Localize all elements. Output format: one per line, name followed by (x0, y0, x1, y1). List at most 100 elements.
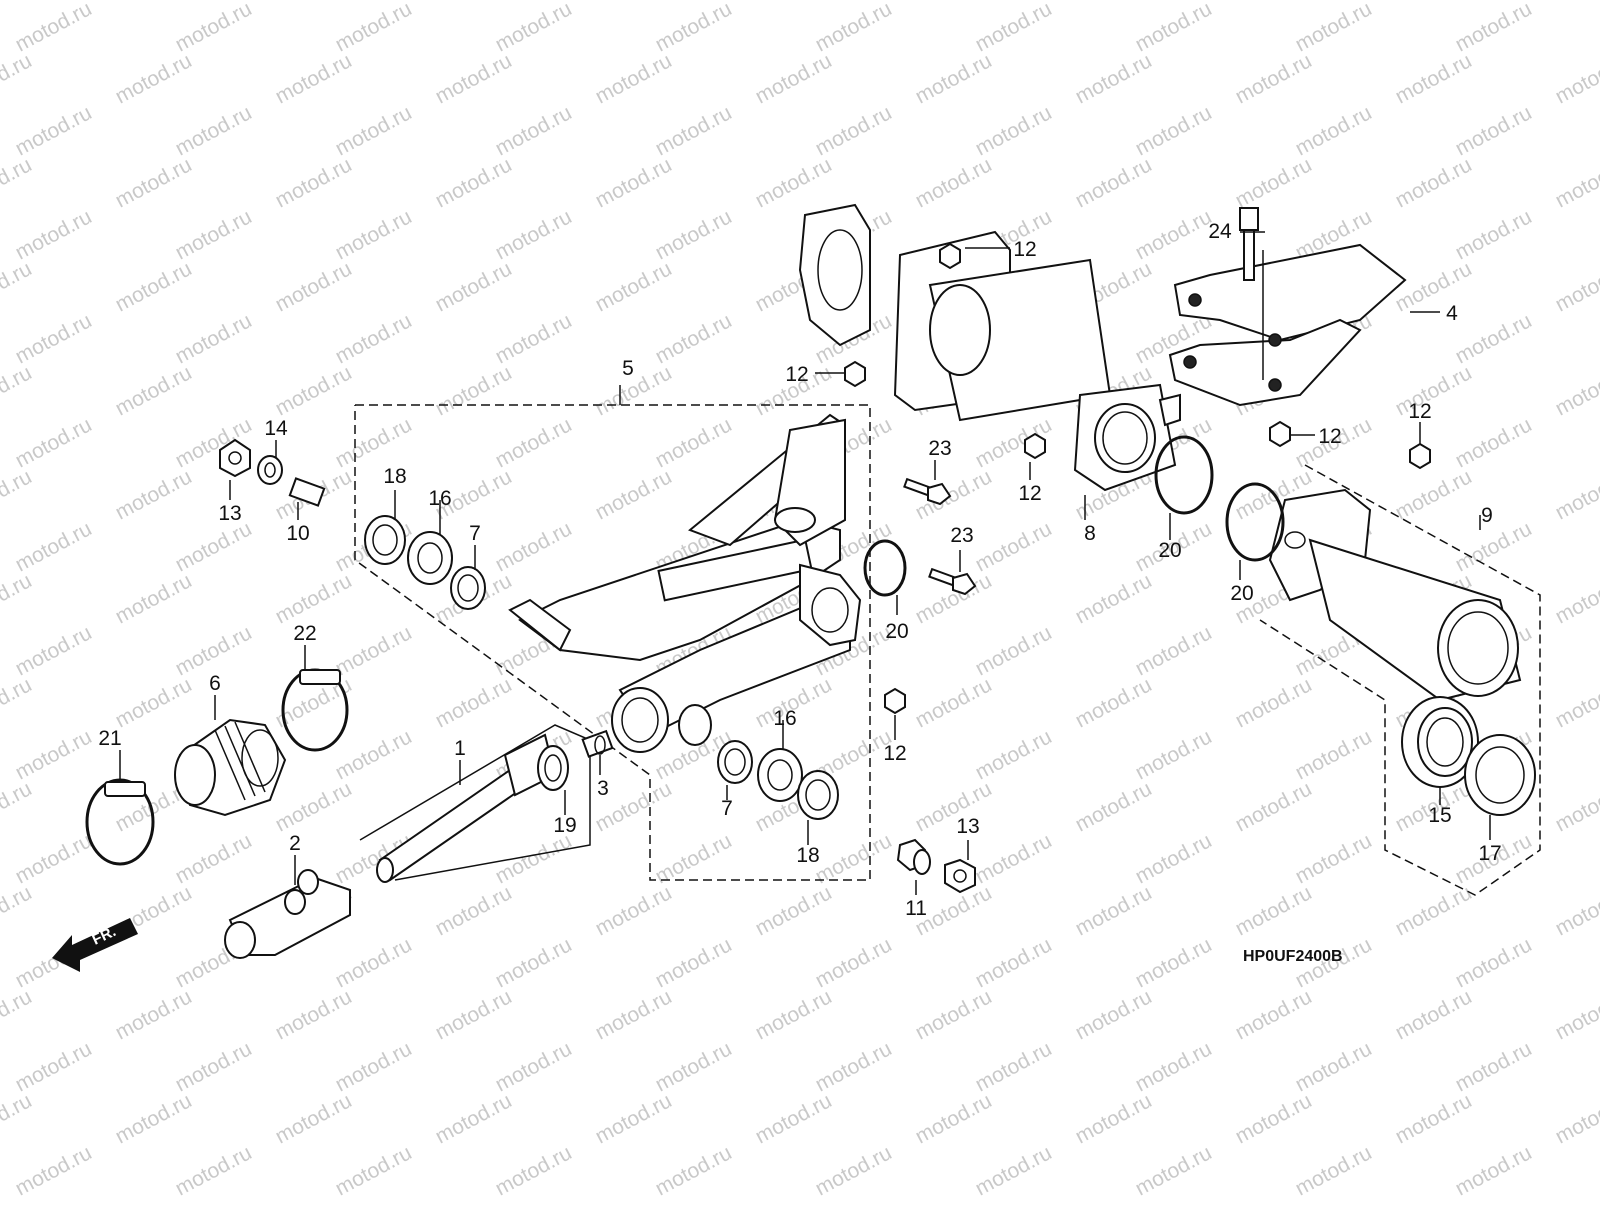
watermark-text: motod.ru (0, 569, 36, 628)
watermark-text: motod.ru (812, 1037, 896, 1096)
watermark-text: motod.ru (972, 725, 1056, 784)
spring-3 (581, 729, 614, 758)
watermark-text: motod.ru (972, 829, 1056, 888)
callout-23-top: 23 (928, 437, 951, 460)
watermark-text: motod.ru (332, 621, 416, 680)
leader-lines (119, 231, 1491, 895)
callout-21: 21 (98, 727, 121, 750)
callout-13-bottom: 13 (956, 815, 979, 838)
watermark-text: motod.ru (492, 309, 576, 368)
nut-12-e (1409, 442, 1431, 470)
watermark-text: motod.ru (332, 205, 416, 264)
watermark-text: motod.ru (1292, 1037, 1376, 1096)
watermark-text: motod.ru (1452, 413, 1536, 472)
callout-20-a: 20 (1158, 539, 1181, 562)
watermark-text: motod.ru (432, 361, 516, 420)
callout-7-bottom: 7 (721, 797, 733, 820)
callout-18-bottom: 18 (796, 844, 819, 867)
watermark-text: motod.ru (652, 0, 736, 56)
watermark-text: motod.ru (972, 0, 1056, 56)
watermark-text: motod.ru (0, 361, 36, 420)
watermark-text: motod.ru (752, 1089, 836, 1148)
watermark-text: motod.ru (172, 309, 256, 368)
callout-labels: 1 2 3 4 5 6 7 7 8 9 10 11 12 12 12 12 12… (98, 220, 1501, 920)
callout-18-top: 18 (383, 465, 406, 488)
watermark-text: motod.ru (112, 673, 196, 732)
watermark-text: motod.ru (1392, 257, 1476, 316)
watermark-text: motod.ru (972, 517, 1056, 576)
watermark-text: motod.ru (0, 153, 36, 212)
watermark-text: motod.ru (112, 569, 196, 628)
nut-13-bottom (944, 858, 976, 894)
watermark-text: motod.ru (112, 49, 196, 108)
watermark-text: motod.ru (12, 101, 96, 160)
watermark-text: motod.ru (0, 1193, 36, 1200)
oil-seal-18-bottom (797, 770, 839, 820)
bearing-16-top (407, 531, 453, 585)
watermark-text: motod.ru (1392, 465, 1476, 524)
watermark-text: motod.ru (332, 0, 416, 56)
callout-2: 2 (289, 832, 301, 855)
watermark-text: motod.ru (652, 205, 736, 264)
watermark-text: motod.ru (332, 725, 416, 784)
watermark-text: motod.ru (1232, 777, 1316, 836)
watermark-text: motod.ru (172, 517, 256, 576)
rear-axle-housing (798, 203, 1181, 492)
watermark-text: motod.ru (812, 829, 896, 888)
watermark-text: motod.ru (1452, 0, 1536, 56)
watermark-text: motod.ru (12, 517, 96, 576)
watermark-text: motod.ru (272, 985, 356, 1044)
watermark-text: motod.ru (1552, 673, 1600, 732)
callout-16-top: 16 (428, 487, 451, 510)
watermark-text: motod.ru (1452, 1141, 1536, 1200)
callout-7-top: 7 (469, 522, 481, 545)
watermark-text: motod.ru (752, 985, 836, 1044)
watermark-text: motod.ru (272, 153, 356, 212)
watermark-text: motod.ru (112, 257, 196, 316)
watermark-text: motod.ru (492, 1141, 576, 1200)
universal-joint-yoke-2 (224, 869, 351, 959)
callout-11: 11 (905, 897, 927, 920)
callout-20-c: 20 (885, 620, 908, 643)
watermark-text: motod.ru (1452, 933, 1536, 992)
callout-24: 24 (1208, 220, 1232, 243)
nut-13-top (219, 438, 251, 478)
watermark-text: motod.ru (272, 0, 356, 4)
watermark-text: motod.ru (1232, 153, 1316, 212)
watermark-text: motod.ru (12, 413, 96, 472)
watermark-text: motod.ru (1552, 1089, 1600, 1148)
watermark-text: motod.ru (1072, 673, 1156, 732)
callout-15: 15 (1428, 804, 1451, 827)
watermark-text: motod.ru (912, 1089, 996, 1148)
watermark-text: motod.ru (1552, 361, 1600, 420)
callout-12-b: 12 (785, 363, 808, 386)
watermark-text: motod.ru (492, 413, 576, 472)
watermark-text: motod.ru (0, 673, 36, 732)
watermark-text: motod.ru (592, 0, 676, 4)
watermark-text: motod.ru (0, 257, 36, 316)
watermark-text: motod.ru (1452, 1037, 1536, 1096)
watermark-text: motod.ru (592, 1089, 676, 1148)
watermark-text: motod.ru (272, 1193, 356, 1200)
watermark-text: motod.ru (432, 0, 516, 4)
watermark-text: motod.ru (652, 413, 736, 472)
watermark-text: motod.ru (332, 101, 416, 160)
watermark-text: motod.ru (812, 0, 896, 56)
watermark-text: motod.ru (0, 985, 36, 1044)
watermark-text: motod.ru (592, 153, 676, 212)
bolt-23-top (903, 477, 952, 506)
watermark-text: motod.ru (972, 621, 1056, 680)
watermark-text: motod.ru (492, 1037, 576, 1096)
callout-4: 4 (1446, 302, 1458, 325)
watermark-text: motod.ru (1232, 0, 1316, 4)
watermark-text: motod.ru (112, 361, 196, 420)
watermark-text: motod.ru (0, 881, 36, 940)
watermark-text: motod.ru (12, 829, 96, 888)
watermark-text: motod.ru (1392, 0, 1476, 4)
watermark-text: motod.ru (1552, 465, 1600, 524)
watermark-text: motod.ru (1392, 153, 1476, 212)
watermark-text: motod.ru (592, 1193, 676, 1200)
callout-17: 17 (1478, 842, 1501, 865)
watermark-text: motod.ru (1392, 49, 1476, 108)
